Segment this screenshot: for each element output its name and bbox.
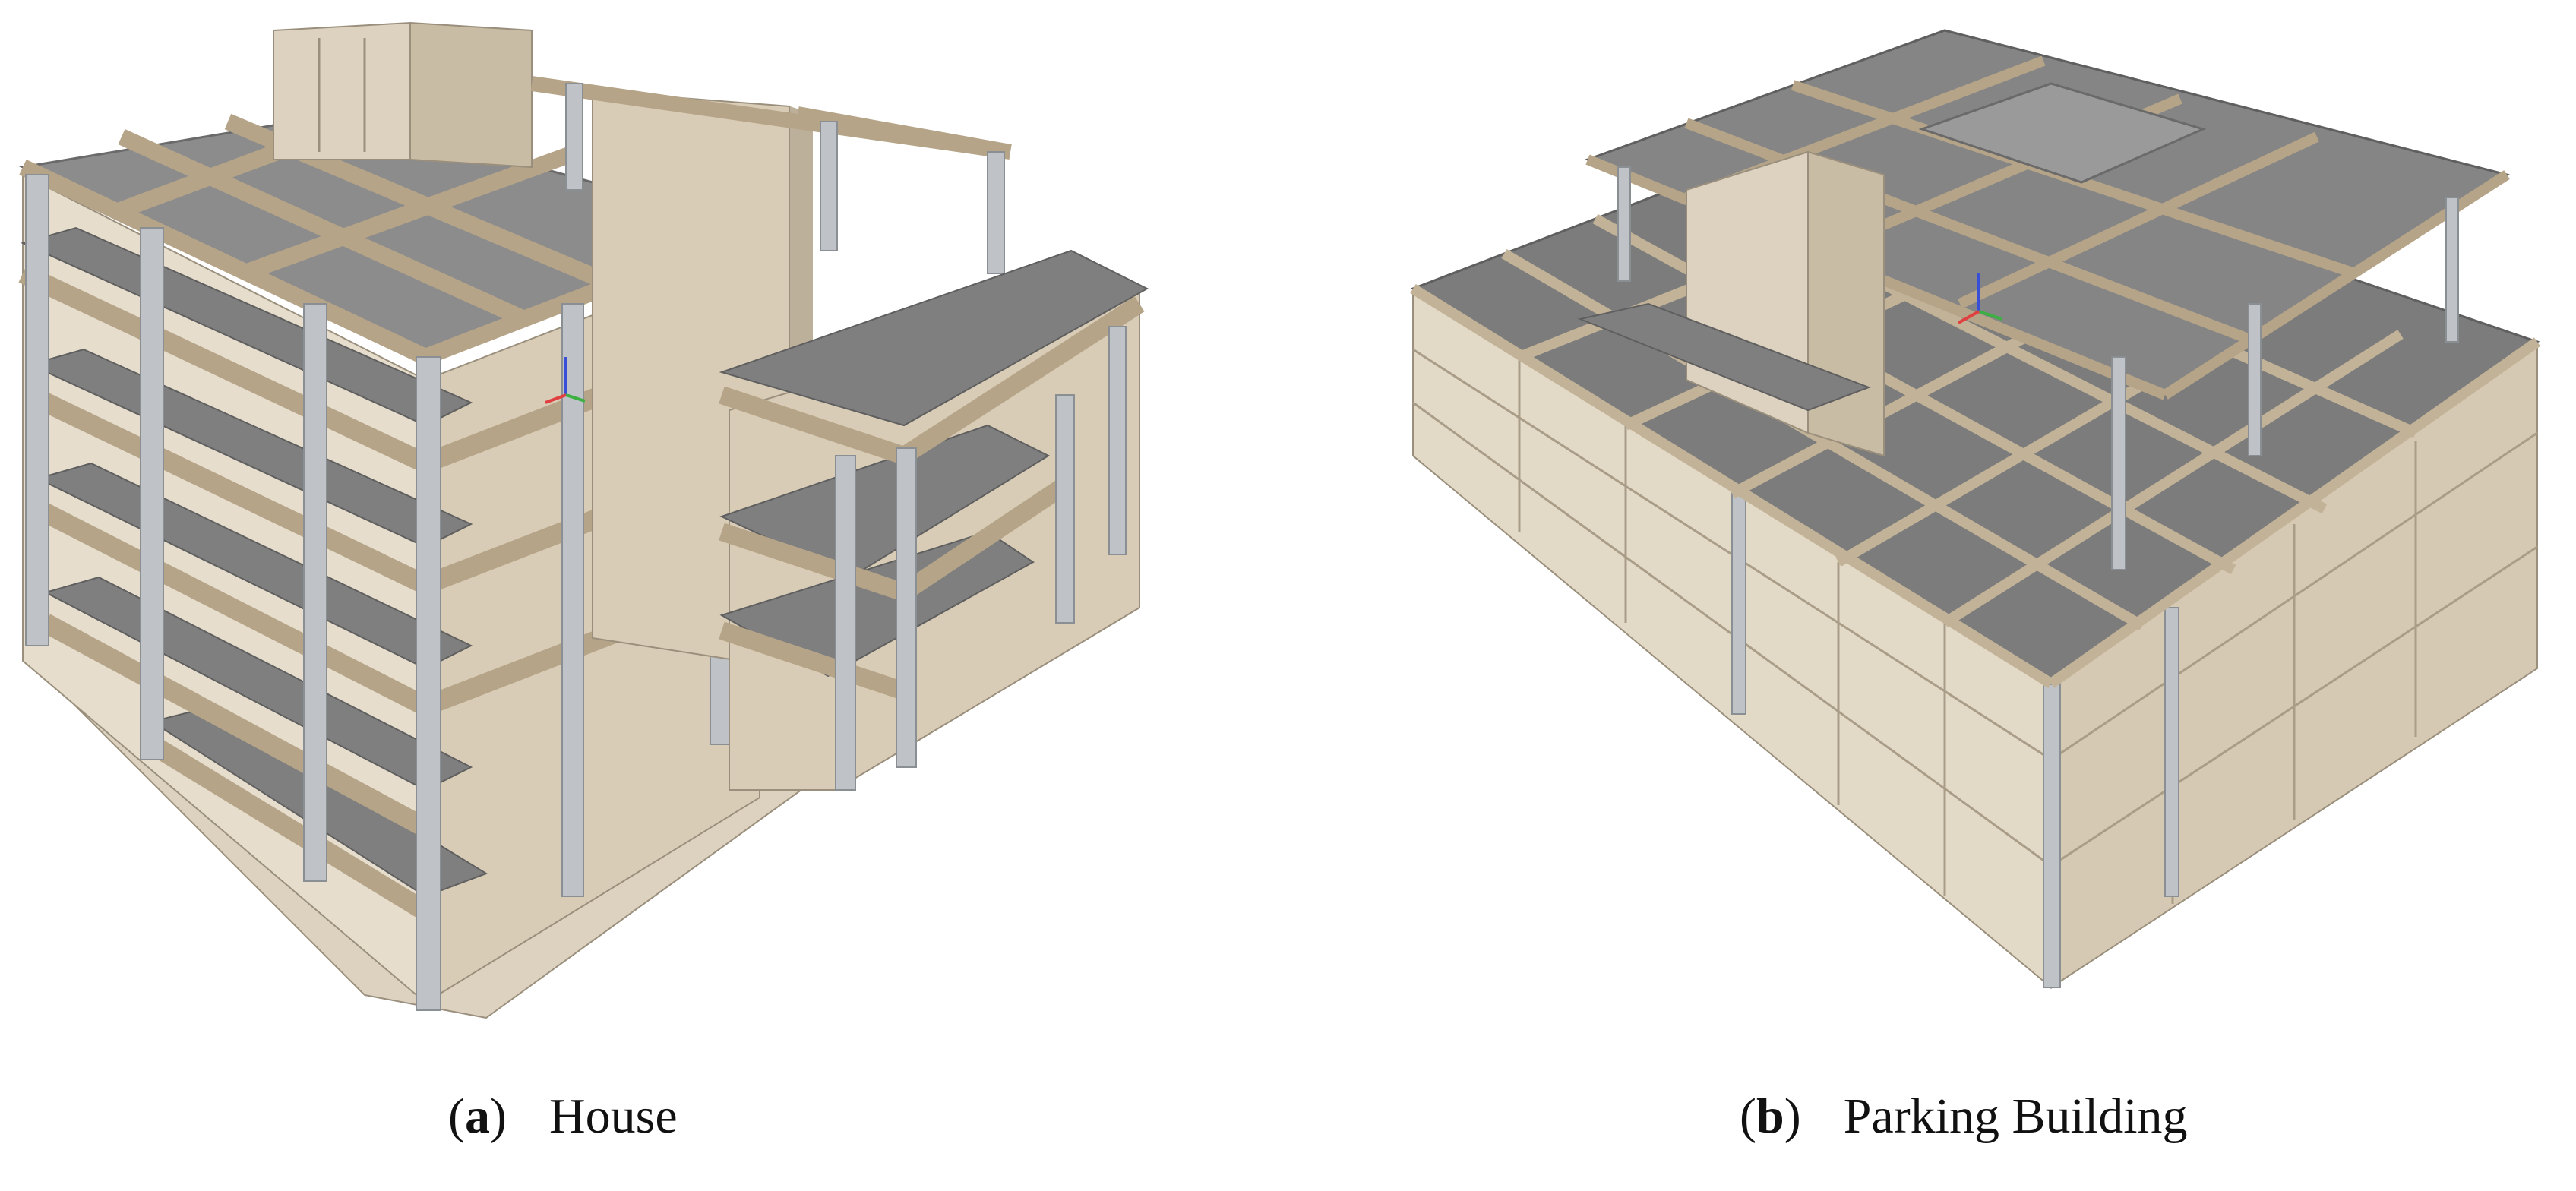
caption-a-letter: a bbox=[464, 1088, 490, 1144]
parking-upper-columns bbox=[1617, 166, 2459, 570]
caption-b: (b) Parking Building bbox=[1740, 1088, 2188, 1144]
house-stair-tower bbox=[273, 21, 411, 160]
parking-perimeter-columns bbox=[1731, 485, 2179, 988]
house-right-wing-frame bbox=[530, 76, 1012, 160]
caption-b-letter: b bbox=[1756, 1088, 1784, 1144]
parking-building-structural-model bbox=[1291, 0, 2576, 1063]
caption-a-label: House bbox=[548, 1088, 678, 1144]
house-model-render bbox=[18, 21, 1149, 1019]
parking-axis-triad bbox=[1958, 273, 2002, 324]
caption-b-label: Parking Building bbox=[1843, 1088, 2188, 1144]
house-axis-triad bbox=[545, 357, 586, 404]
caption-a: (a) House bbox=[448, 1088, 678, 1144]
parking-upper-deck-opening bbox=[1918, 82, 2207, 184]
house-structural-model bbox=[0, 0, 1291, 1063]
parking-model-render bbox=[1410, 29, 2541, 990]
